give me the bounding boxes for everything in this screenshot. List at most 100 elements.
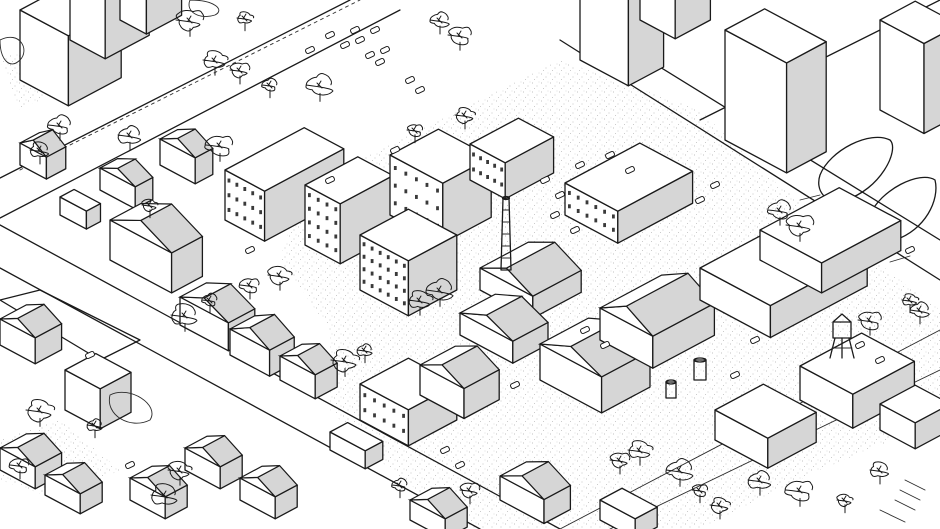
tree <box>785 214 815 242</box>
car <box>125 460 135 470</box>
row-building-3 <box>157 128 214 185</box>
tree <box>202 50 229 76</box>
tree <box>330 349 361 377</box>
tree <box>46 114 71 141</box>
block-south-east-a <box>714 383 817 469</box>
car <box>575 160 585 170</box>
tree <box>407 290 434 316</box>
tree <box>627 440 654 466</box>
tree <box>8 458 30 480</box>
tree <box>238 278 260 300</box>
tree <box>857 311 882 336</box>
tree <box>747 470 772 496</box>
tree <box>665 458 694 487</box>
tree <box>454 107 476 130</box>
house-lower-mid-b <box>182 434 244 490</box>
u-shape-north <box>469 117 555 200</box>
tree <box>175 9 205 37</box>
tree <box>305 73 334 102</box>
car <box>355 35 365 45</box>
car <box>325 30 335 40</box>
car <box>405 75 415 85</box>
car <box>555 190 565 200</box>
car-layer <box>85 25 915 470</box>
tree <box>429 11 450 35</box>
tree <box>170 303 198 332</box>
tree <box>459 482 481 505</box>
car <box>540 175 550 185</box>
mill-building-dark <box>359 208 458 317</box>
tree <box>356 343 373 364</box>
small-garage <box>329 421 384 470</box>
tree <box>236 11 255 32</box>
house-lower-left-a <box>0 303 63 365</box>
tree-layer <box>8 9 930 520</box>
car <box>375 57 385 67</box>
car <box>325 175 335 185</box>
block-south-east-c <box>879 384 940 450</box>
car <box>695 195 705 205</box>
tree <box>766 199 791 226</box>
tree <box>141 198 159 219</box>
car <box>750 335 760 345</box>
tree <box>167 460 193 486</box>
tree <box>29 141 49 165</box>
house-lower-left-d <box>42 461 104 515</box>
tower-upper-left-c <box>119 0 183 35</box>
tree <box>836 493 854 514</box>
car <box>600 340 610 350</box>
car <box>580 325 590 335</box>
tree <box>261 77 278 99</box>
car <box>905 245 915 255</box>
warehouse-south-b <box>419 345 501 420</box>
car <box>550 210 560 220</box>
tree <box>117 125 142 151</box>
car <box>365 50 375 60</box>
corner-marks <box>879 479 926 523</box>
tower-upper-center-b <box>639 0 712 40</box>
tree <box>869 461 889 485</box>
car <box>875 355 885 365</box>
factory-east-d <box>759 187 902 294</box>
factory-east-b <box>597 272 716 369</box>
tree <box>609 452 631 475</box>
tree <box>25 399 56 427</box>
tree <box>406 124 424 144</box>
car <box>440 445 450 455</box>
car <box>625 165 635 175</box>
block-south-east-b <box>799 332 916 429</box>
row-house-strip-d <box>277 342 339 400</box>
tower-upper-right-b <box>879 0 940 135</box>
car <box>710 180 720 190</box>
shed-center-b <box>457 293 550 364</box>
tree <box>691 484 709 504</box>
car <box>305 45 315 55</box>
warehouse-left <box>224 127 345 242</box>
u-shape-east <box>564 142 694 244</box>
industrial-tanks <box>665 357 707 399</box>
row-building-1 <box>59 188 102 230</box>
tree <box>201 292 218 314</box>
car <box>510 380 520 390</box>
water-tower <box>829 313 855 359</box>
tree <box>447 26 472 51</box>
tree <box>909 301 930 325</box>
car <box>415 85 425 95</box>
smokestack <box>500 195 512 271</box>
car <box>380 45 390 55</box>
house-bottom-b <box>499 460 572 525</box>
tree <box>709 497 731 520</box>
car <box>730 370 740 380</box>
car <box>605 150 615 160</box>
house-lower-left-b <box>64 352 132 430</box>
car <box>350 25 360 35</box>
house-bottom-a <box>407 486 469 529</box>
car <box>855 340 865 350</box>
car <box>245 245 255 255</box>
tower-upper-right-a <box>724 8 827 174</box>
house-upper-left <box>18 128 67 180</box>
house-lower-left-c <box>0 432 63 490</box>
row-house-strip-a <box>109 202 204 294</box>
